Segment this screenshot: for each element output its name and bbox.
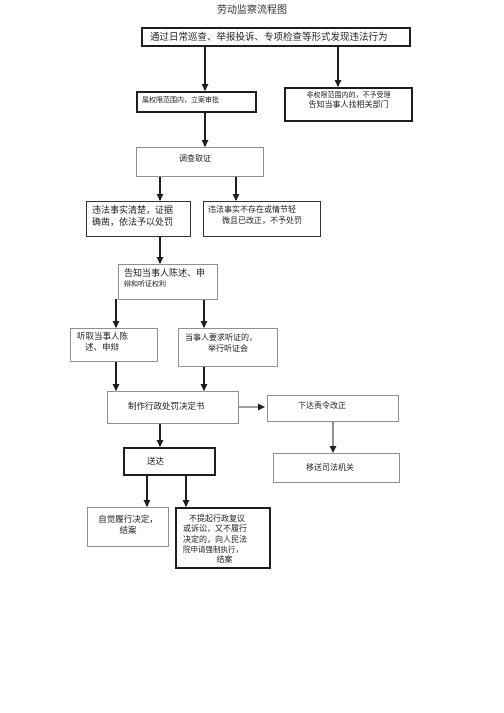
- node-hear-statement-line1: 听取当事人陈: [77, 332, 129, 342]
- node-enforce-line1: 不提起行政复议: [189, 514, 245, 523]
- node-hear-statement: 听取当事人陈 述、申辩: [70, 328, 158, 362]
- node-enforce-line5: 结案: [216, 554, 233, 564]
- node-enforce-line4: 院申请强制执行，: [183, 545, 243, 555]
- node-enforce-line2: 或诉讼，又不履行: [183, 524, 247, 534]
- node-voluntary-line1: 自觉履行决定，: [98, 515, 158, 525]
- node-hear-statement-line2: 述、申辩: [85, 343, 120, 354]
- node-notify-line2: 辩和听证权利: [124, 280, 166, 289]
- node-decision-text: 制作行政处罚决定书: [128, 402, 205, 412]
- node-decision: 制作行政处罚决定书: [107, 391, 239, 424]
- page-title: 劳动监察流程图: [217, 5, 287, 16]
- node-investigate-text: 调查取证: [179, 154, 211, 163]
- node-hold-hearing-line1: 当事人要求听证的，: [185, 333, 257, 342]
- node-enforce-line3: 决定的，向人民法: [183, 534, 247, 544]
- node-no-penalty-line1: 违法事实不存在或情节轻: [208, 205, 296, 214]
- node-no-penalty-line2: 微且已改正，不予处罚: [222, 215, 302, 225]
- node-hold-hearing: 当事人要求听证的， 举行听证会: [178, 328, 278, 367]
- node-deliver-text: 送达: [147, 457, 165, 467]
- node-discover: 通过日常巡查、举报投诉、专项检查等形式发现违法行为: [141, 27, 411, 47]
- node-notify: 告知当事人陈述、申 辩和听证权利: [118, 264, 218, 300]
- node-accept-text: 属权限范围内，立案审批: [142, 96, 219, 104]
- node-order-correct: 下达责令改正: [267, 395, 399, 422]
- node-voluntary: 自觉履行决定， 结案: [87, 507, 169, 547]
- node-discover-text: 通过日常巡查、举报投诉、专项检查等形式发现违法行为: [150, 32, 388, 43]
- node-hold-hearing-line2: 举行听证会: [208, 343, 248, 353]
- node-penalize-line1: 违法事实清楚，证据: [92, 206, 174, 216]
- node-notify-line1: 告知当事人陈述、申: [124, 269, 206, 279]
- node-voluntary-line2: 结案: [119, 526, 137, 537]
- node-investigate: 调查取证: [136, 147, 264, 177]
- node-deliver: 送达: [123, 447, 216, 476]
- node-order-correct-text: 下达责令改正: [298, 401, 346, 410]
- node-enforce: 不提起行政复议 或诉讼，又不履行 决定的，向人民法 院申请强制执行， 结案: [175, 507, 271, 569]
- node-reject-line1: 非权限范围内的，不予受理: [306, 91, 391, 99]
- node-accept: 属权限范围内，立案审批: [136, 91, 257, 113]
- node-reject-line2: 告知当事人找相关部门: [308, 100, 389, 110]
- node-reject: 非权限范围内的，不予受理 告知当事人找相关部门: [284, 87, 413, 122]
- node-transfer-judicial: 移送司法机关: [273, 453, 400, 483]
- node-no-penalty: 违法事实不存在或情节轻 微且已改正，不予处罚: [203, 201, 321, 237]
- node-penalize: 违法事实清楚，证据 确凿，依法予以处罚: [86, 201, 191, 237]
- node-transfer-judicial-text: 移送司法机关: [306, 463, 354, 472]
- node-penalize-line2: 确凿，依法予以处罚: [92, 218, 174, 229]
